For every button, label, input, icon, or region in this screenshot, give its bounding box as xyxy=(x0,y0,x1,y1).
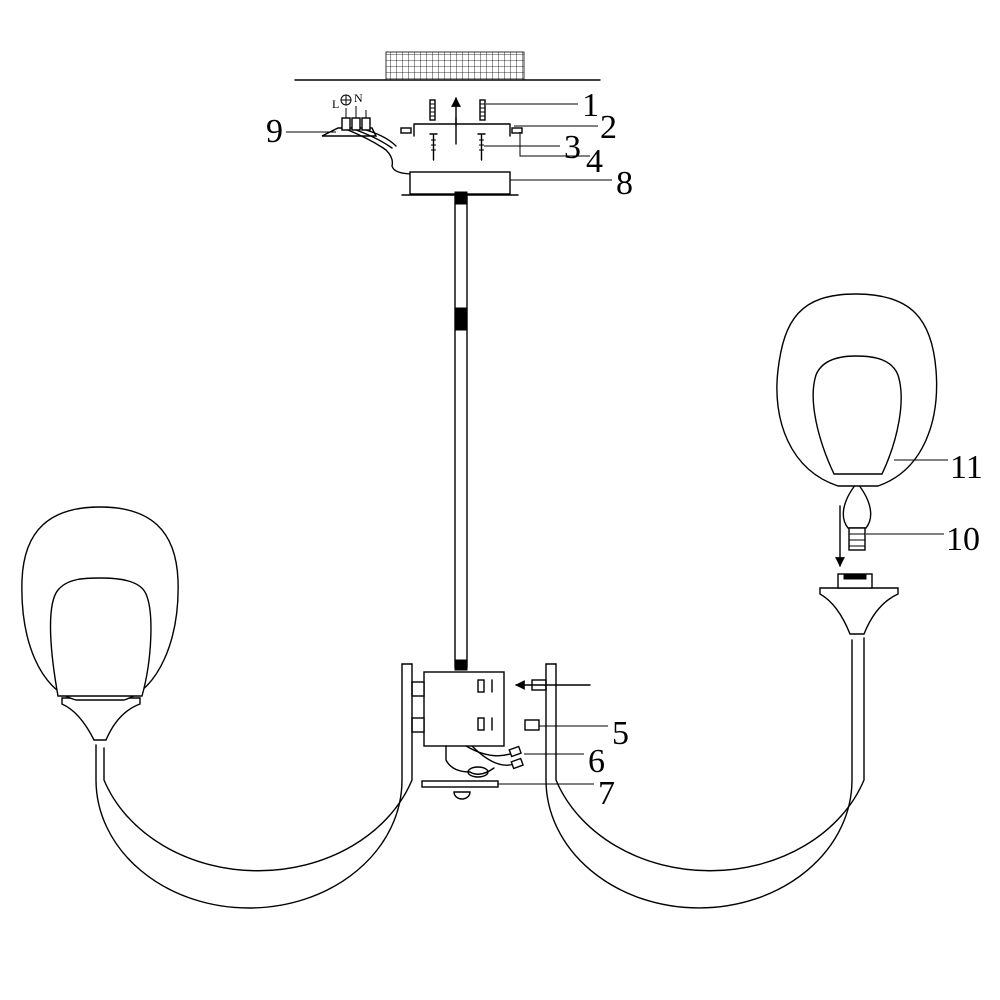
ceiling-hatch-icon xyxy=(385,51,525,81)
screw-icon xyxy=(429,99,436,121)
callout-6: 6 xyxy=(588,743,605,780)
callout-1: 1 xyxy=(582,87,599,124)
callout-numbers: 1 2 3 4 5 6 7 8 9 10 11 xyxy=(266,87,983,812)
bracket-icon xyxy=(400,117,523,145)
arm-right xyxy=(545,637,865,909)
screw-icon xyxy=(477,133,486,161)
callout-11: 11 xyxy=(950,449,983,486)
callout-3: 3 xyxy=(564,129,581,166)
screw-icon xyxy=(479,99,486,121)
callout-9: 9 xyxy=(266,113,283,150)
ceiling-canopy-icon xyxy=(401,171,519,196)
screw-icon xyxy=(429,133,438,161)
screw-group-top xyxy=(429,97,486,126)
bracket-screw-icon xyxy=(400,127,523,134)
callout-2: 2 xyxy=(600,109,617,146)
leader-4 xyxy=(519,132,590,157)
callout-4: 4 xyxy=(586,143,603,180)
bottom-cap-icon xyxy=(421,780,499,800)
bulb-holder-icon xyxy=(819,587,899,635)
callout-leaders xyxy=(286,103,948,785)
callout-8: 8 xyxy=(616,165,633,202)
terminal-live-label: L xyxy=(332,97,339,111)
callout-5: 5 xyxy=(612,715,629,752)
downrod-icon xyxy=(454,191,468,671)
terminal-block-icon: L N xyxy=(321,91,415,175)
lamp-right-holder xyxy=(819,573,899,635)
shade-inner-icon xyxy=(812,355,902,475)
junction-box-icon xyxy=(411,671,505,747)
callout-7: 7 xyxy=(598,775,615,812)
lamp-right-shade xyxy=(776,293,938,487)
lamp-left xyxy=(21,506,179,741)
nut-icon xyxy=(515,679,591,731)
wire-connector-icon xyxy=(445,745,524,778)
ceiling xyxy=(294,51,601,81)
bulb-holder-icon xyxy=(61,697,141,741)
arm-left xyxy=(95,663,413,909)
screw-group-bottom xyxy=(429,133,486,161)
terminal-neutral-label: N xyxy=(354,91,363,105)
shade-inner-icon xyxy=(49,577,152,697)
callout-10: 10 xyxy=(946,521,980,558)
